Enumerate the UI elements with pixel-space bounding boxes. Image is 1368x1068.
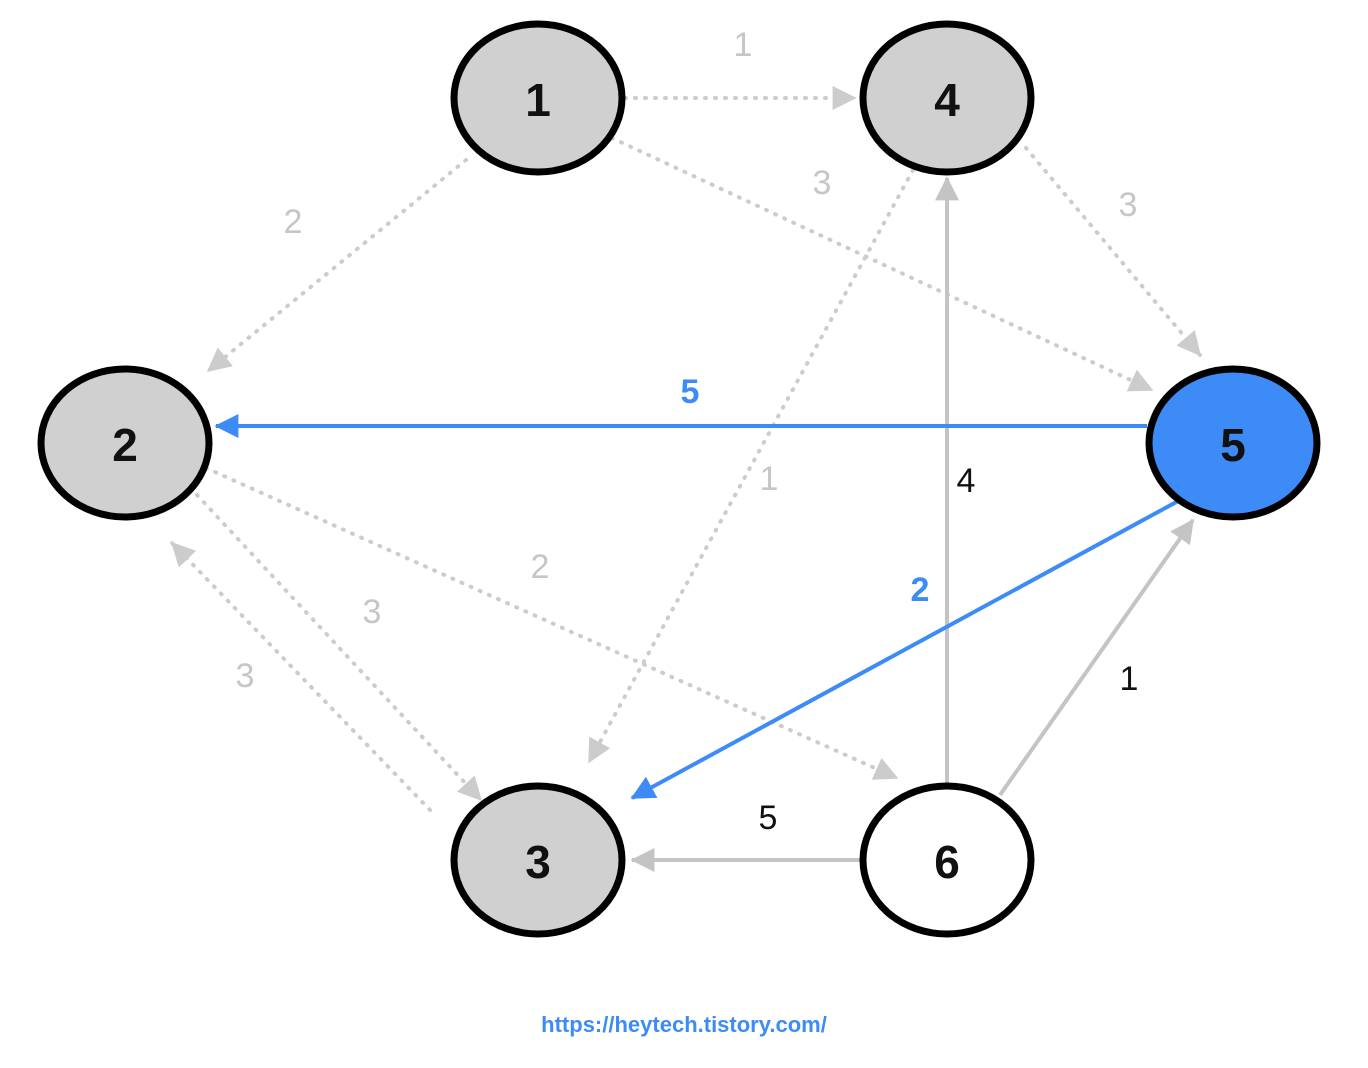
node-shape-3 (450, 782, 626, 938)
edge-1-to-2 (206, 158, 468, 373)
graph-node-2[interactable]: 2 (37, 365, 213, 521)
node-shape-4 (859, 20, 1035, 176)
edge-weight-6-5: 1 (1120, 660, 1139, 698)
edge-5-to-3 (630, 498, 1181, 800)
edge-weight-4-3: 1 (760, 460, 779, 498)
node-label-5: 5 (1220, 419, 1246, 471)
edges-layer (170, 86, 1202, 872)
edge-weight-1-5: 3 (813, 164, 832, 202)
node-label-1: 1 (525, 74, 551, 126)
edge-weight-2-3: 3 (363, 593, 382, 631)
edge-2-to-6 (204, 466, 899, 780)
graph-node-6[interactable]: 6 (859, 782, 1035, 938)
edge-weight-5-2: 5 (681, 373, 700, 411)
edge-4-to-5 (1024, 146, 1202, 357)
node-shape-6 (859, 782, 1035, 938)
node-label-6: 6 (934, 836, 960, 888)
node-label-3: 3 (525, 836, 551, 888)
graph-node-5[interactable]: 5 (1145, 365, 1321, 521)
node-label-2: 2 (112, 419, 138, 471)
edge-weight-5-3: 2 (911, 571, 930, 609)
node-shape-2 (37, 365, 213, 521)
edge-weight-1-4: 1 (734, 26, 753, 64)
edge-weight-1-2: 2 (284, 203, 303, 241)
edge-6-to-5 (998, 518, 1195, 797)
edge-weight-6-3: 5 (759, 799, 778, 837)
edge-1-to-5 (610, 136, 1154, 392)
edge-3-to-2 (170, 541, 432, 812)
node-shape-1 (450, 20, 626, 176)
edge-weight-6-4: 4 (957, 462, 976, 500)
nodes-layer: 1 4 2 5 3 6 (37, 20, 1321, 938)
graph-node-3[interactable]: 3 (450, 782, 626, 938)
graph-node-1[interactable]: 1 (450, 20, 626, 176)
edge-weight-4-5: 3 (1119, 186, 1138, 224)
edge-weight-3-2: 3 (236, 657, 255, 695)
node-shape-5 (1145, 365, 1321, 521)
edge-weight-2-6: 2 (531, 548, 550, 586)
edge-2-to-3 (195, 493, 483, 802)
source-url-link[interactable]: https://heytech.tistory.com/ (541, 1012, 827, 1037)
edge-labels-layer: 1 2 3 3 1 3 3 2 4 5 1 5 2 (236, 26, 1139, 837)
node-label-4: 4 (934, 74, 960, 126)
graph-node-4[interactable]: 4 (859, 20, 1035, 176)
